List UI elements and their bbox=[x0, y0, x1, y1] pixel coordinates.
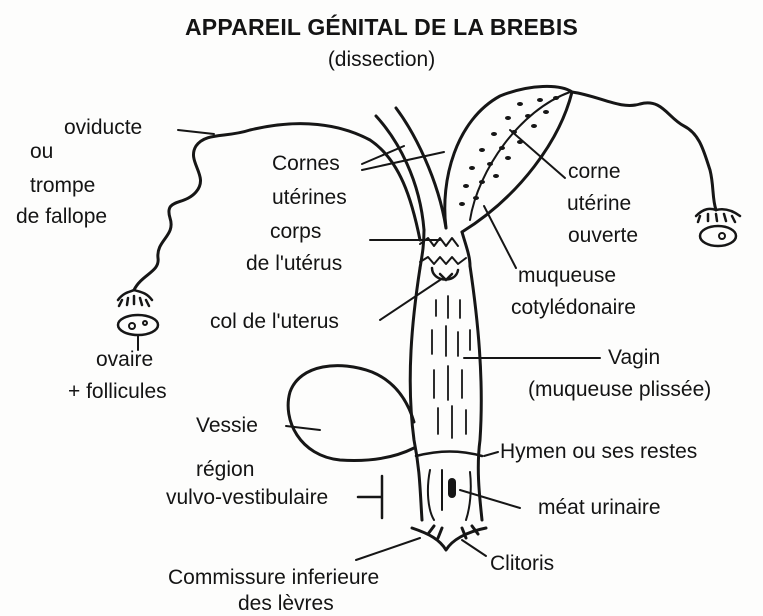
right-fimbria bbox=[696, 209, 740, 222]
label-uterine: utérine bbox=[567, 192, 631, 216]
label-region: région bbox=[196, 458, 254, 482]
label-cornes: Cornes bbox=[272, 152, 340, 176]
cervix bbox=[432, 268, 458, 280]
label-muqueuse-plissee: (muqueuse plissée) bbox=[528, 378, 711, 402]
uterine-body-folds-2 bbox=[420, 257, 466, 264]
label-hymen: Hymen ou ses restes bbox=[500, 440, 697, 464]
left-fimbria bbox=[118, 290, 152, 306]
label-corne: corne bbox=[568, 160, 621, 184]
left-follicle-small bbox=[143, 321, 147, 325]
label-meat-urinaire: méat urinaire bbox=[538, 496, 661, 520]
hymen bbox=[416, 452, 482, 457]
vaginal-folds bbox=[432, 296, 470, 438]
label-ouverte: ouverte bbox=[568, 224, 638, 248]
label-vessie: Vessie bbox=[196, 414, 258, 438]
right-follicle bbox=[719, 233, 725, 239]
right-horn-inner-edge bbox=[470, 92, 570, 220]
left-ovary bbox=[118, 315, 158, 335]
label-oviducte-ou: ou bbox=[30, 140, 53, 164]
left-follicle bbox=[129, 323, 135, 329]
vulva-base bbox=[412, 526, 486, 550]
label-vagin: Vagin bbox=[608, 346, 660, 370]
label-follicules: + follicules bbox=[68, 380, 167, 404]
label-de-fallope: de fallope bbox=[16, 205, 107, 229]
label-col-uterus: col de l'uterus bbox=[210, 310, 339, 334]
label-trompe: trompe bbox=[30, 174, 95, 198]
label-ovaire: ovaire bbox=[96, 348, 153, 372]
label-de-luterus: de l'utérus bbox=[246, 252, 342, 276]
label-commissure: Commissure inferieure bbox=[168, 566, 379, 590]
label-cotyledonaire: cotylédonaire bbox=[511, 296, 636, 320]
label-muqueuse: muqueuse bbox=[518, 264, 616, 288]
label-uterines: utérines bbox=[272, 186, 347, 210]
vulvo-vestibular-bracket bbox=[358, 476, 382, 518]
left-uterine-horn bbox=[376, 108, 446, 230]
label-oviducte: oviducte bbox=[64, 116, 142, 140]
label-corps: corps bbox=[270, 220, 321, 244]
label-des-levres: des lèvres bbox=[238, 592, 334, 616]
urinary-meatus bbox=[448, 478, 456, 498]
bladder bbox=[288, 366, 414, 461]
label-vulvo-vestibulaire: vulvo-vestibulaire bbox=[166, 486, 328, 510]
label-clitoris: Clitoris bbox=[490, 552, 554, 576]
